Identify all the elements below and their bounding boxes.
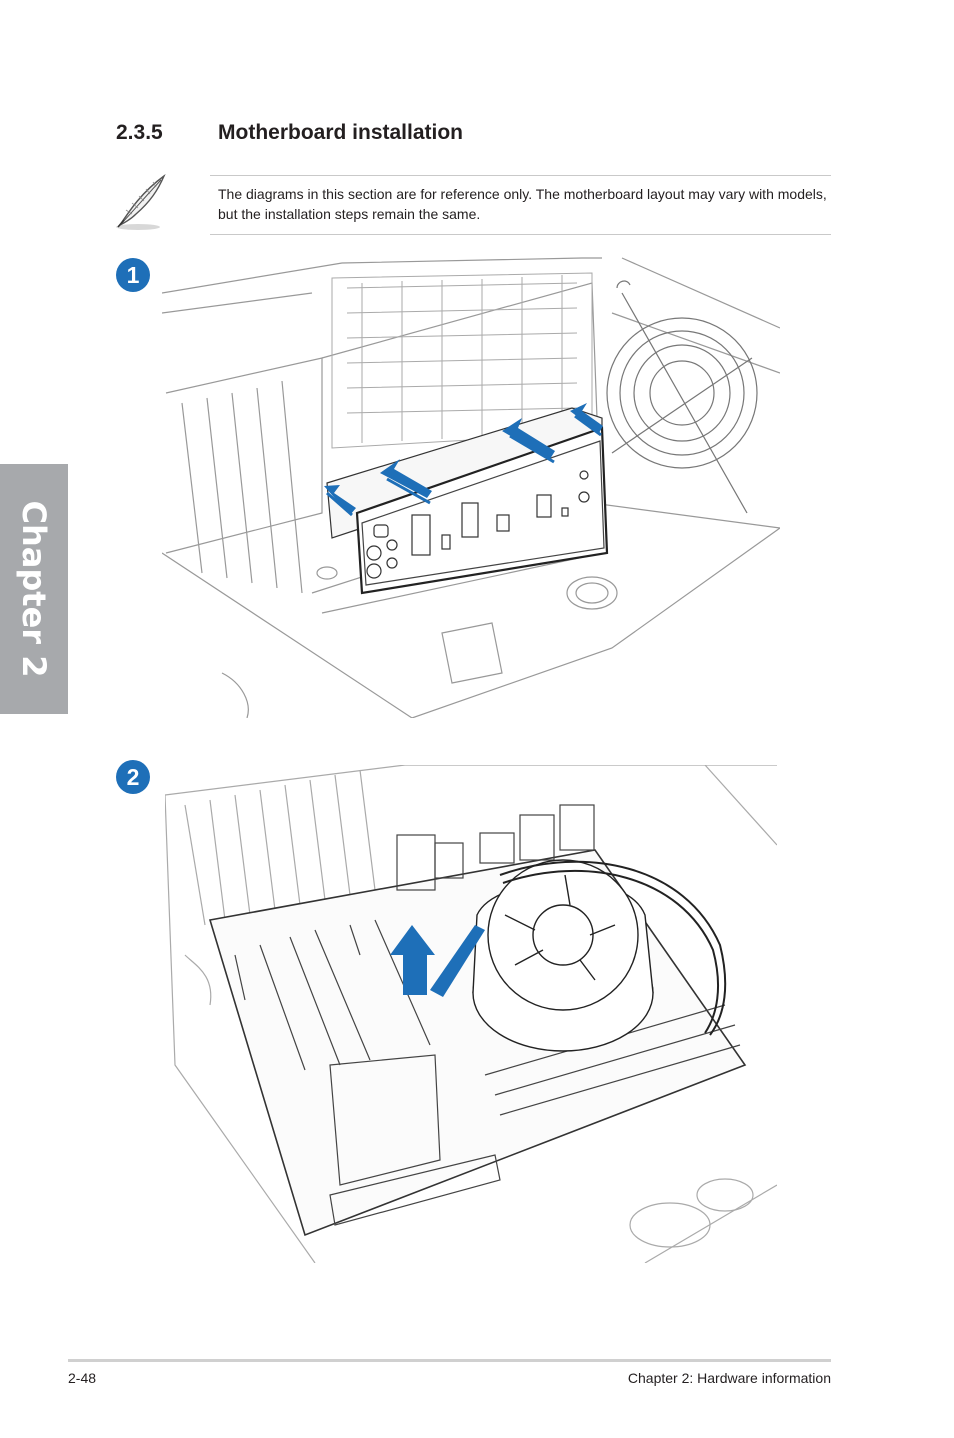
section-number: 2.3.5 [116,121,163,144]
step-1-badge: 1 [116,258,150,292]
section-heading: 2.3.5 Motherboard installation [116,121,463,145]
footer-rule [68,1359,831,1362]
motherboard-illustration [165,765,777,1263]
page-number: 2-48 [68,1370,97,1386]
feather-pen-icon [116,173,166,230]
chapter-tab-label: Chapter 2 [15,500,53,678]
chapter-side-tab: Chapter 2 [0,464,68,714]
note-bottom-rule [210,234,831,235]
step-2-badge: 2 [116,760,150,794]
footer-chapter-title: Chapter 2: Hardware information [627,1370,831,1386]
io-shield-illustration [162,257,780,718]
note-text: The diagrams in this section are for ref… [218,186,827,222]
section-title: Motherboard installation [218,121,464,144]
note-top-rule [210,175,831,176]
